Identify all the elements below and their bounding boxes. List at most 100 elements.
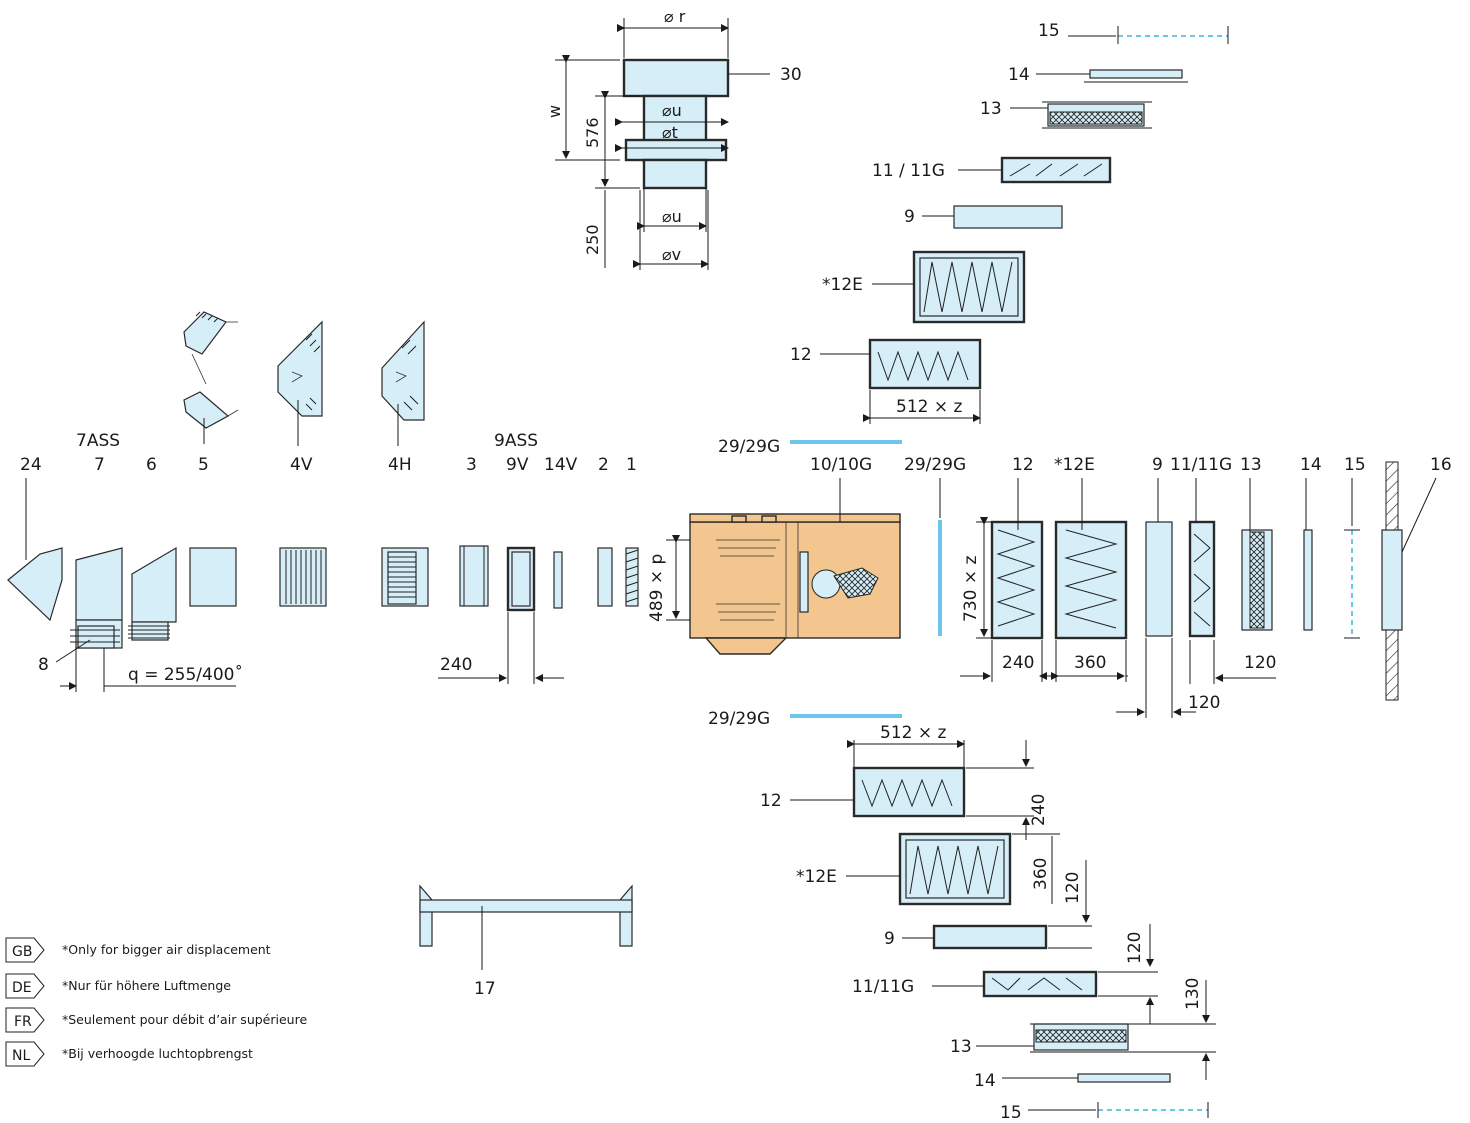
dim-240-bottom: 240	[1029, 794, 1049, 826]
footnotes: GB *Only for bigger air displacement DE …	[5, 937, 307, 1067]
label-11-bottom: 11/11G	[852, 977, 914, 997]
label-6: 6	[146, 455, 157, 475]
dim-phi-t: ⌀t	[662, 123, 678, 142]
lang-badge-gb: GB	[12, 944, 32, 960]
label-11-right: 11/11G	[1170, 455, 1232, 475]
part-14-bottom	[1077, 1073, 1171, 1083]
label-13-right: 13	[1240, 455, 1262, 475]
label-13-bottom: 13	[950, 1037, 972, 1057]
label-12-top: 12	[790, 345, 812, 365]
dim-512z-top: 512 × z	[896, 397, 962, 417]
label-14v: 14V	[544, 455, 578, 475]
note-gb: GB *Only for bigger air displacement	[5, 937, 271, 963]
label-14-bottom: 14	[974, 1071, 996, 1091]
part-13-right	[1249, 531, 1265, 629]
label-9v: 9V	[506, 455, 529, 475]
label-8: 8	[38, 655, 49, 675]
label-11-top: 11 / 11G	[872, 161, 945, 181]
part-6	[131, 546, 177, 623]
dim-576: 576	[583, 117, 602, 148]
dim-360-right: 360	[1074, 653, 1106, 673]
dim-130-bottom: 130	[1183, 978, 1203, 1010]
dim-240-left: 240	[440, 655, 472, 675]
dim-240-right: 240	[1002, 653, 1034, 673]
part-13-bottom	[1035, 1029, 1127, 1043]
label-15-right: 15	[1344, 455, 1366, 475]
left-row-parts: 8 q = 255/400˚	[7, 478, 639, 692]
label-24: 24	[20, 455, 42, 475]
label-3: 3	[466, 455, 477, 475]
label-14-right: 14	[1300, 455, 1322, 475]
part-24	[7, 547, 63, 622]
label-9-top: 9	[904, 207, 915, 227]
part-3	[459, 545, 489, 607]
label-9-right: 9	[1152, 455, 1163, 475]
part-4v	[279, 547, 327, 607]
dim-phi-r: ⌀ r	[664, 7, 686, 26]
note-fr: FR *Seulement pour débit d’air supérieur…	[5, 1007, 307, 1033]
cowl-flange	[624, 138, 728, 162]
label-2: 2	[598, 455, 609, 475]
label-14-top: 14	[1008, 65, 1030, 85]
label-15-top: 15	[1038, 21, 1060, 41]
label-5: 5	[198, 455, 209, 475]
dim-120-right-b: 120	[1188, 693, 1220, 713]
label-12-right: 12	[1012, 455, 1034, 475]
lang-badge-fr: FR	[14, 1014, 32, 1030]
label-1: 1	[626, 455, 637, 475]
hood-4h	[381, 320, 425, 421]
dim-w: w	[545, 105, 564, 118]
dim-phi-v: ⌀v	[662, 245, 681, 264]
label-10: 10/10G	[810, 455, 872, 475]
lang-badge-nl: NL	[12, 1048, 30, 1064]
dim-q: q = 255/400˚	[128, 664, 243, 685]
dim-phi-u-bottom: ⌀u	[662, 207, 682, 226]
note-text-gb: *Only for bigger air displacement	[62, 942, 271, 957]
part-2	[597, 547, 613, 607]
dim-250: 250	[583, 224, 602, 255]
dim-120-right-a: 120	[1244, 653, 1276, 673]
cowl-lower-tube	[642, 158, 708, 190]
label-29-bottom: 29/29G	[708, 709, 770, 729]
stand-17: 17	[419, 884, 633, 999]
label-30: 30	[780, 65, 802, 85]
label-12-bottom: 12	[760, 791, 782, 811]
part-14-top	[1089, 69, 1183, 79]
part-12-right	[990, 520, 1044, 640]
label-9-bottom: 9	[884, 929, 895, 949]
part-5	[189, 547, 237, 607]
label-4v: 4V	[290, 455, 313, 475]
lang-badge-de: DE	[12, 980, 32, 996]
label-13-top: 13	[980, 99, 1002, 119]
part-13-top	[1049, 111, 1143, 125]
label-29-right: 29/29G	[904, 455, 966, 475]
note-text-de: *Nur für höhere Luftmenge	[62, 978, 231, 993]
main-unit: 29/29G 10/10G 29/29G 489 × p 29/29G	[647, 437, 966, 729]
label-12e-right: *12E	[1054, 455, 1095, 475]
dim-360-bottom: 360	[1031, 858, 1051, 890]
part-9-right	[1145, 521, 1173, 637]
label-4h: 4H	[388, 455, 412, 475]
part-7	[75, 547, 123, 621]
part-12-top	[868, 338, 982, 390]
roof-cowl-assembly: ⌀ r w 576 ⌀u ⌀t 250 ⌀u ⌀v 30	[545, 7, 802, 270]
dim-phi-u-top: ⌀u	[662, 101, 682, 120]
part-14-right	[1303, 529, 1313, 631]
dim-120-bottom-a: 120	[1063, 872, 1083, 904]
label-9ass: 9ASS	[494, 431, 538, 451]
left-row-labels: 24 7ASS 7 6 5 4V 4H 9ASS 3 9V 14V 2 1	[20, 431, 637, 475]
label-12e-bottom: *12E	[796, 867, 837, 887]
label-12e-top: *12E	[822, 275, 863, 295]
part-11-bottom	[982, 970, 1098, 998]
dim-120-bottom-b: 120	[1125, 932, 1145, 964]
label-17: 17	[474, 979, 496, 999]
right-row: 12 *12E 9 11/11G 13 14 15 16	[960, 455, 1452, 718]
upper-right-stack: 15 14 13 11 / 11G 9 *12E 12	[790, 21, 1229, 424]
hood-elbows	[183, 311, 425, 446]
note-text-fr: *Seulement pour débit d’air supérieure	[62, 1012, 307, 1027]
hood-4v	[277, 320, 323, 417]
part-9-bottom	[932, 924, 1048, 950]
label-7ass: 7ASS	[76, 431, 120, 451]
